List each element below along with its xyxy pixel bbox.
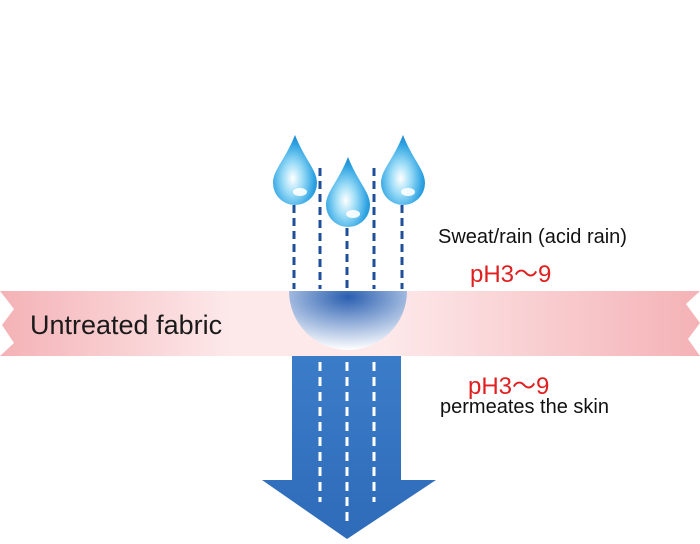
water-drop-icon bbox=[381, 135, 425, 205]
down-arrow-icon bbox=[262, 356, 436, 539]
output-ph-label: pH3～9 bbox=[468, 373, 550, 400]
fabric-label: Untreated fabric bbox=[30, 310, 223, 340]
output-label: permeates the skin bbox=[440, 396, 609, 418]
drop-path-lines bbox=[292, 168, 404, 289]
arrow-flow-lines bbox=[318, 362, 376, 525]
input-label: Sweat/rain (acid rain) bbox=[438, 226, 627, 248]
absorption-zone bbox=[289, 291, 407, 350]
water-drop-icon bbox=[273, 135, 317, 205]
water-drop-icon bbox=[326, 157, 370, 227]
input-ph-label: pH3～9 bbox=[470, 261, 552, 288]
